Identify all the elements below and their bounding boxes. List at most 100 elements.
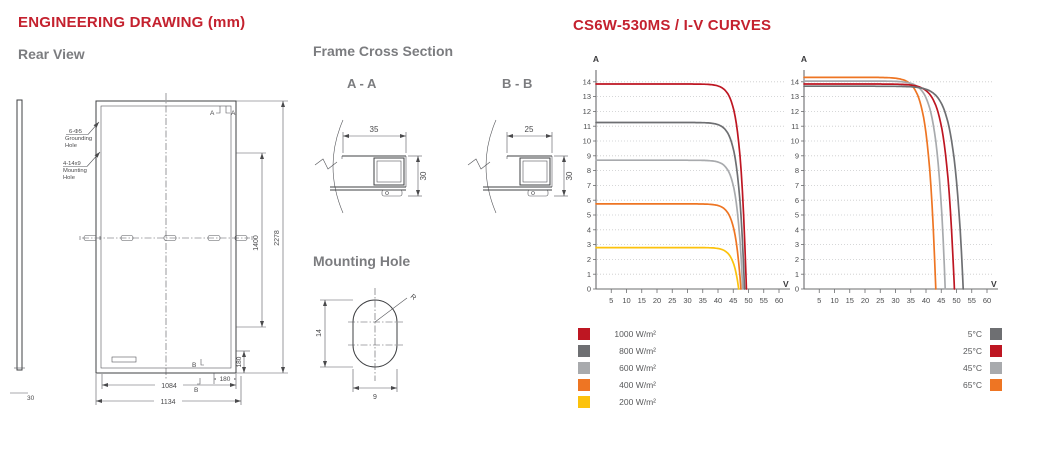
svg-text:20: 20	[861, 296, 869, 305]
svg-text:5: 5	[587, 211, 591, 220]
svg-text:1084: 1084	[161, 383, 177, 390]
legend-swatch	[990, 379, 1002, 391]
svg-text:180: 180	[236, 356, 243, 367]
legend-item: 5°C	[930, 328, 1002, 340]
svg-text:10: 10	[583, 137, 591, 146]
legend-label: 45°C	[963, 363, 982, 373]
svg-text:30: 30	[683, 296, 691, 305]
svg-text:1400: 1400	[253, 235, 260, 251]
svg-text:2: 2	[795, 255, 799, 264]
svg-text:7: 7	[795, 181, 799, 190]
svg-text:4: 4	[795, 225, 799, 234]
section-b-marks: B B	[192, 359, 204, 394]
dim-radius-label: R	[409, 293, 417, 302]
svg-text:55: 55	[760, 296, 768, 305]
legend-swatch	[990, 362, 1002, 374]
dim-mounting-span: 1400	[236, 152, 266, 328]
section-aa-label: A - A	[347, 76, 377, 91]
frame-cross-section-drawing: 35 30 25 30	[314, 119, 574, 214]
dim-module-width: 1134	[95, 374, 242, 406]
dim-mh-width: 9	[352, 369, 398, 401]
svg-text:A: A	[231, 110, 236, 117]
svg-text:A: A	[210, 110, 215, 117]
legend-label: 5°C	[967, 329, 982, 339]
legend-swatch	[990, 328, 1002, 340]
svg-text:4: 4	[587, 225, 591, 234]
iv-curves-title: CS6W-530MS / I-V CURVES	[573, 17, 772, 34]
svg-text:V: V	[991, 279, 997, 289]
section-a-marks: A A	[210, 106, 236, 117]
legend-item: 200 W/m²	[578, 396, 656, 408]
legend-item: 1000 W/m²	[578, 328, 656, 340]
svg-text:180: 180	[220, 376, 231, 383]
legend-swatch	[578, 345, 590, 357]
dim-aa-width: 35	[370, 125, 379, 134]
svg-text:40: 40	[714, 296, 722, 305]
svg-text:14: 14	[316, 329, 323, 337]
svg-text:B: B	[194, 387, 198, 394]
legend-label: 200 W/m²	[619, 397, 656, 407]
legend-label: 25°C	[963, 346, 982, 356]
legend-swatch	[578, 396, 590, 408]
dim-inner-width: 1084	[101, 374, 237, 390]
svg-text:15: 15	[846, 296, 854, 305]
svg-text:25: 25	[876, 296, 884, 305]
svg-text:3: 3	[795, 240, 799, 249]
svg-text:A: A	[801, 54, 807, 64]
dim-mh-height: 14	[316, 299, 353, 368]
svg-text:B: B	[192, 362, 196, 369]
svg-text:12: 12	[583, 107, 591, 116]
svg-text:12: 12	[791, 107, 799, 116]
section-bb-label: B - B	[502, 76, 533, 91]
dim-aa-height: 30	[419, 171, 428, 180]
rear-view-drawing: 30 6-Φ5 Grounding	[10, 93, 288, 406]
junction-label-rect	[111, 356, 137, 363]
svg-text:V: V	[783, 279, 789, 289]
svg-text:Hole: Hole	[63, 175, 75, 181]
temperature-legend: 5°C 25°C 45°C 65°C	[930, 328, 1002, 396]
svg-text:5: 5	[817, 296, 821, 305]
legend-item: 800 W/m²	[578, 345, 656, 357]
svg-text:9: 9	[373, 394, 377, 401]
legend-swatch	[990, 345, 1002, 357]
svg-text:0: 0	[795, 285, 799, 294]
dim-corner-offset-v: 180	[236, 350, 250, 373]
dim-side-thickness: 30	[27, 395, 35, 402]
legend-label: 1000 W/m²	[614, 329, 656, 339]
svg-text:15: 15	[638, 296, 646, 305]
svg-text:5: 5	[609, 296, 613, 305]
svg-text:50: 50	[744, 296, 752, 305]
dim-corner-offset-h: 180	[213, 373, 236, 384]
svg-text:60: 60	[983, 296, 991, 305]
svg-text:20: 20	[653, 296, 661, 305]
profile-bb: 25 30	[467, 119, 574, 214]
mounting-hole-shape: R	[348, 288, 417, 381]
svg-text:45: 45	[937, 296, 945, 305]
svg-text:14: 14	[791, 77, 799, 86]
dim-bb-height: 30	[565, 171, 574, 180]
svg-text:5: 5	[795, 211, 799, 220]
rear-view-body	[79, 93, 253, 381]
svg-text:25: 25	[668, 296, 676, 305]
profile-aa: 35 30	[314, 119, 428, 214]
svg-text:45: 45	[729, 296, 737, 305]
legend-label: 800 W/m²	[619, 346, 656, 356]
svg-text:Grounding: Grounding	[65, 136, 92, 142]
legend-swatch	[578, 362, 590, 374]
mounting-hole-callout: 4-14x9 Mounting Hole	[63, 151, 101, 181]
svg-text:35: 35	[699, 296, 707, 305]
rear-view-label: Rear View	[18, 46, 85, 62]
svg-text:6: 6	[587, 196, 591, 205]
svg-text:1: 1	[587, 270, 591, 279]
mounting-hole-drawing: R 14 9	[316, 288, 417, 401]
svg-text:55: 55	[968, 296, 976, 305]
svg-text:9: 9	[587, 151, 591, 160]
svg-text:Mounting: Mounting	[63, 168, 87, 174]
svg-text:30: 30	[891, 296, 899, 305]
svg-text:6-Φ5: 6-Φ5	[69, 129, 82, 135]
svg-text:10: 10	[791, 137, 799, 146]
svg-text:2278: 2278	[274, 230, 281, 246]
legend-item: 45°C	[930, 362, 1002, 374]
dim-bb-width: 25	[525, 125, 534, 134]
svg-text:2: 2	[587, 255, 591, 264]
